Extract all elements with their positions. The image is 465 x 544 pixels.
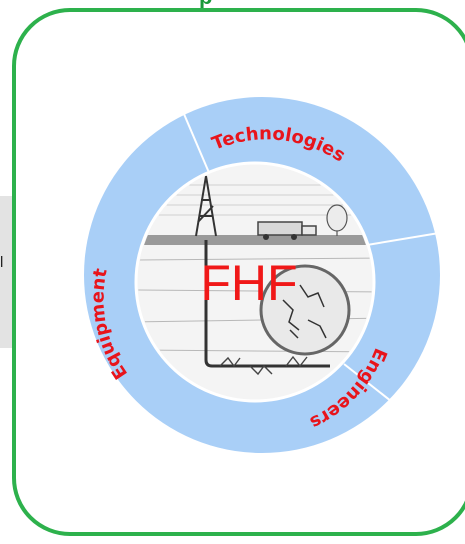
drilling-rig-icon <box>195 175 217 237</box>
truck-icon <box>257 221 303 236</box>
ring-divider-right <box>360 231 446 247</box>
magnifier-icon <box>259 264 351 356</box>
ring-divider-bottom <box>343 363 416 421</box>
side-panel-text: l <box>0 254 4 271</box>
top-title-fragment: p <box>199 0 212 10</box>
center-label: FHF <box>200 255 297 311</box>
wellbore-icon <box>204 240 330 368</box>
tree-icon <box>326 204 348 236</box>
ring-divider-top <box>180 106 211 176</box>
center-sketch <box>138 175 372 376</box>
